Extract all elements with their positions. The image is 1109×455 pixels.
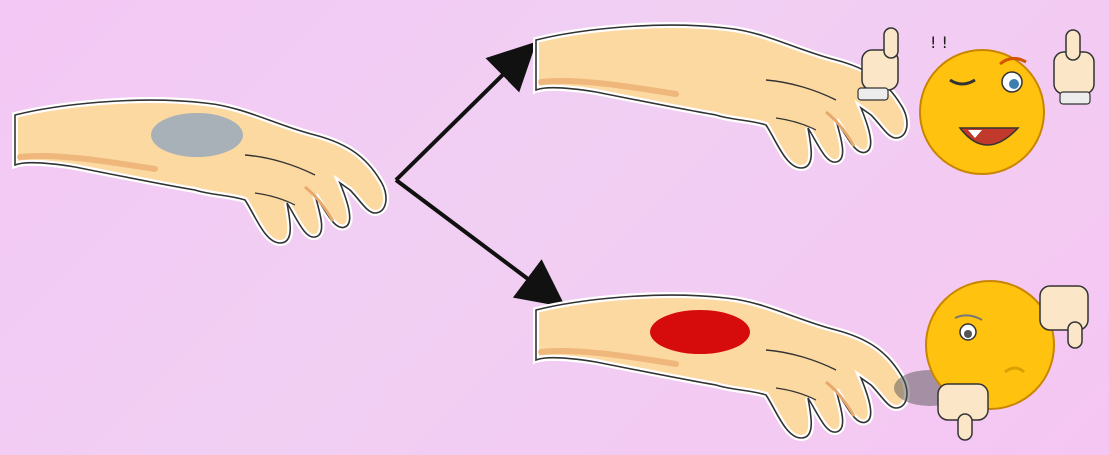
gray-spot — [151, 113, 243, 157]
svg-text:! !: ! ! — [930, 33, 948, 52]
branch-arrows — [396, 50, 556, 300]
thumbs-up-left-icon — [858, 28, 898, 100]
hand-red-spot — [536, 295, 907, 438]
arrow-up — [396, 50, 528, 180]
hand-no-mark — [536, 25, 907, 168]
sad-smiley-icon — [894, 281, 1088, 440]
source-hand — [15, 100, 386, 243]
arrow-down — [396, 180, 556, 300]
thumbs-down-bottom-icon — [938, 384, 988, 440]
red-spot — [650, 310, 750, 354]
happy-face — [920, 50, 1044, 174]
thumbs-up-right-icon — [1054, 30, 1094, 104]
